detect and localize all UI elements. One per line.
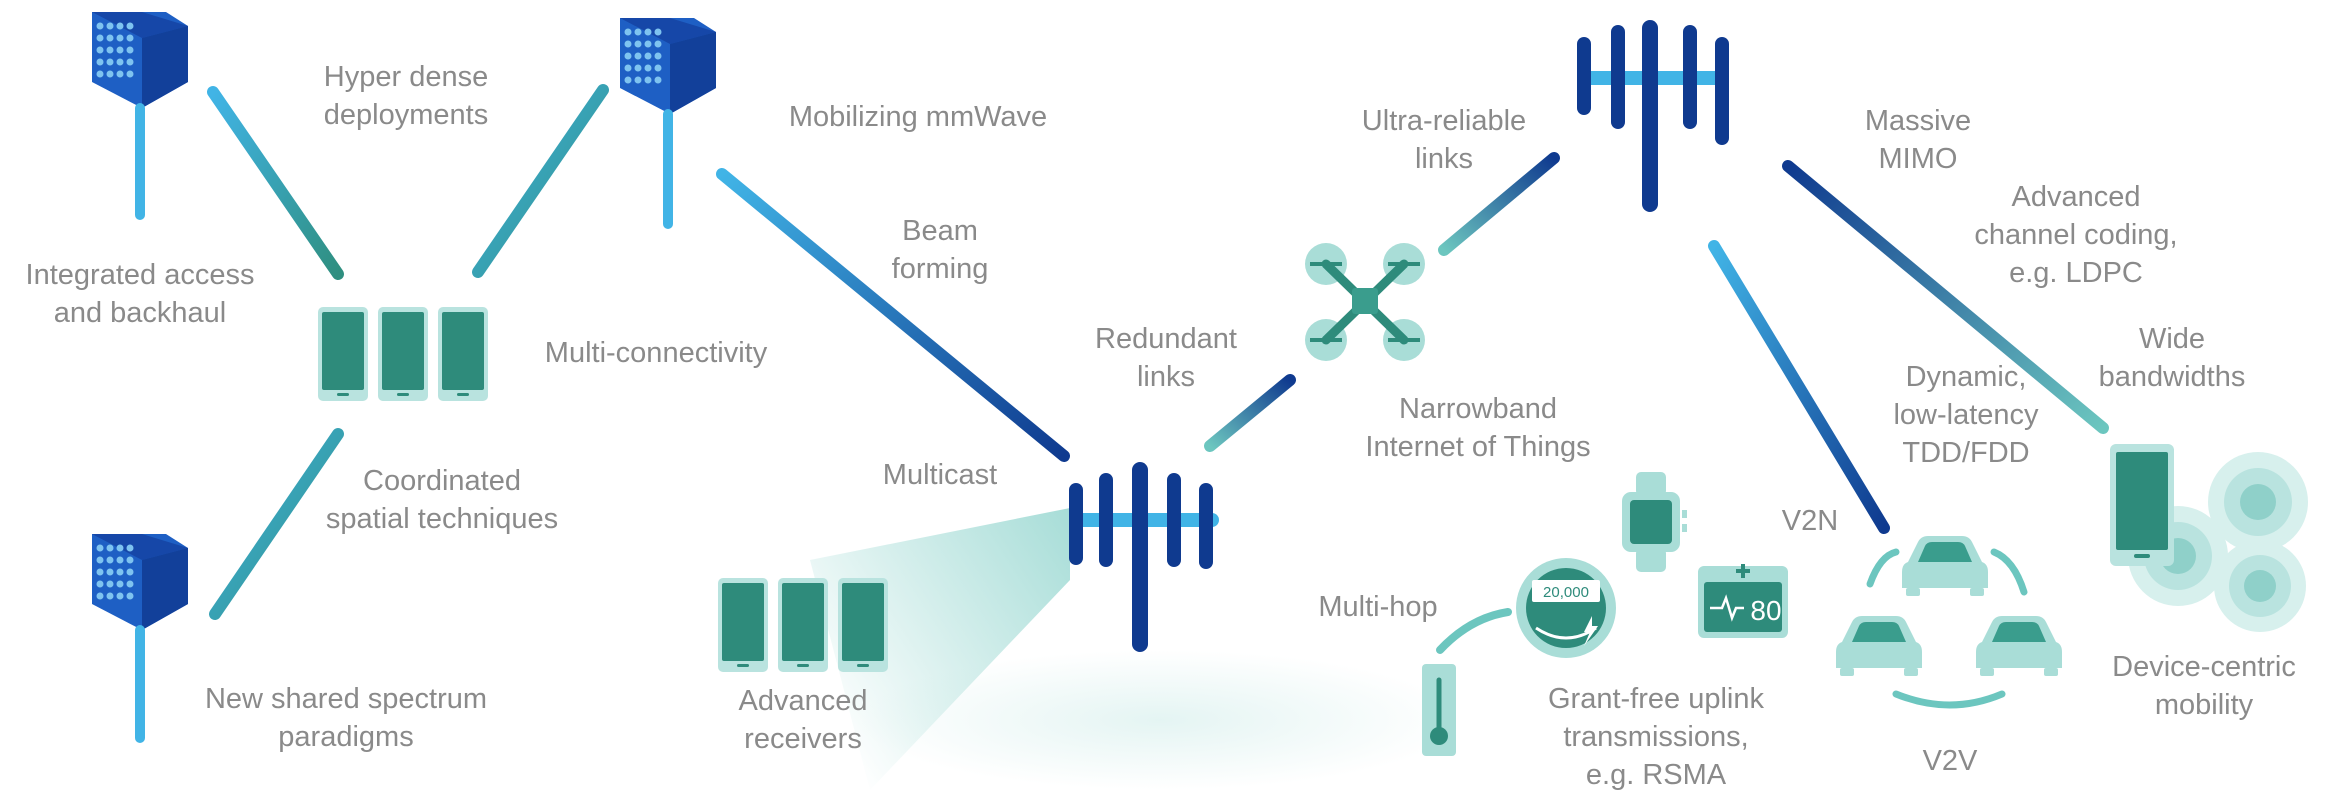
smartphone-icon [378, 307, 428, 401]
multi-hop-arrow-icon [1436, 608, 1512, 654]
cube-antenna-icon [92, 12, 188, 220]
link-cube2-phones [472, 84, 609, 278]
smartphone-icon [838, 578, 888, 672]
label-line: Advanced [2011, 181, 2141, 213]
label-line: Multi-hop [1318, 591, 1438, 623]
label-advanced-channel-coding: Advanced channel coding, e.g. LDPC [1974, 178, 2177, 292]
label-line: New shared spectrum [204, 683, 488, 715]
label-line: V2V [1922, 745, 1978, 777]
macro-base-station-icon [1577, 20, 1729, 212]
label-line: Grant-free uplink [1548, 683, 1764, 715]
cube-antenna-icon [620, 18, 716, 229]
coverage-circle-icon [2214, 540, 2306, 632]
label-massive-mimo: Massive MIMO [1865, 102, 1971, 178]
label-wide-bandwidths: Wide bandwidths [2099, 320, 2246, 396]
label-advanced-receivers: Advanced receivers [739, 682, 868, 758]
label-line: MIMO [1878, 143, 1958, 175]
label-line: Redundant [1095, 323, 1237, 355]
label-line: receivers [744, 723, 862, 755]
car-icon [1836, 616, 1922, 676]
coverage-circle-icon [2208, 452, 2308, 552]
label-v2v: V2V [1923, 742, 1978, 780]
label-beam-forming: Beam forming [892, 212, 989, 288]
smartwatch-icon [1622, 472, 1687, 572]
v2v-arrow-icon [1892, 690, 2006, 709]
label-line: Ultra-reliable [1361, 105, 1527, 137]
label-device-centric: Device-centric mobility [2112, 648, 2296, 724]
meter-reading: 20,000 [1543, 584, 1589, 601]
label-line: Internet of Things [1365, 431, 1591, 463]
label-line: Integrated access [25, 259, 255, 291]
label-line: Beam [902, 215, 978, 247]
smartphone-icon [438, 307, 488, 401]
label-line: forming [891, 253, 989, 285]
smart-meter-icon: 20,000 [1516, 558, 1616, 658]
label-line: TDD/FDD [1902, 437, 2030, 469]
label-line: low-latency [1893, 399, 2039, 431]
label-redundant-links: Redundant links [1095, 320, 1237, 396]
label-multicast: Multicast [883, 456, 997, 494]
label-v2n: V2N [1782, 502, 1838, 540]
cube-antenna-icon [92, 534, 188, 743]
label-line: transmissions, [1563, 721, 1749, 753]
drone-icon [1305, 243, 1425, 361]
label-line: Hyper dense [323, 61, 489, 93]
label-line: e.g. LDPC [2009, 257, 2143, 289]
coverage-glow [860, 650, 1460, 790]
link-cube1-phones [207, 86, 344, 280]
label-line: channel coding, [1974, 219, 2178, 251]
label-grant-free: Grant-free uplink transmissions, e.g. RS… [1548, 680, 1764, 794]
label-line: Multi-connectivity [544, 337, 768, 369]
label-line: Dynamic, [1905, 361, 2027, 393]
label-narrowband-iot: Narrowband Internet of Things [1365, 390, 1590, 466]
link-phones-cube3 [209, 428, 344, 620]
label-line: Device-centric [2112, 651, 2296, 683]
label-line: Multicast [882, 459, 998, 491]
label-line: Coordinated [363, 465, 521, 497]
label-mobilizing-mmwave: Mobilizing mmWave [789, 98, 1047, 136]
label-integrated-access: Integrated access and backhaul [26, 256, 255, 332]
link-ultra-reliable [1438, 152, 1560, 256]
label-line: Massive [1864, 105, 1972, 137]
smartphone-icon [718, 578, 768, 672]
link-redundant [1204, 374, 1296, 452]
label-line: spatial techniques [325, 503, 559, 535]
label-hyper-dense: Hyper dense deployments [324, 58, 488, 134]
smartphone-icon [2110, 444, 2174, 566]
link-massive-mimo [1782, 160, 2109, 434]
link-beamforming [716, 168, 1070, 462]
thermometer-icon [1422, 664, 1456, 756]
label-line: e.g. RSMA [1585, 759, 1727, 791]
smartphone-icon [778, 578, 828, 672]
label-line: deployments [323, 99, 489, 131]
v2v-arrow-icon [1990, 548, 2028, 596]
label-new-shared-spectrum: New shared spectrum paradigms [205, 680, 487, 756]
health-monitor-icon: 80 [1698, 564, 1788, 638]
link-v2n [1708, 240, 1890, 534]
label-line: links [1414, 143, 1474, 175]
macro-base-station-icon [1069, 462, 1219, 652]
label-line: Advanced [738, 685, 868, 717]
label-dynamic-tdd: Dynamic, low-latency TDD/FDD [1893, 358, 2038, 472]
label-line: Narrowband [1399, 393, 1557, 425]
car-icon [1902, 536, 1988, 596]
label-coordinated-spatial: Coordinated spatial techniques [326, 462, 558, 538]
smartphone-icon [318, 307, 368, 401]
v2v-arrow-icon [1866, 548, 1900, 588]
connection-lines [207, 8, 2109, 620]
label-multi-hop: Multi-hop [1318, 588, 1437, 626]
label-line: bandwidths [2098, 361, 2246, 393]
label-line: mobility [2154, 689, 2254, 721]
label-line: V2N [1781, 505, 1839, 537]
label-line: paradigms [278, 721, 414, 753]
label-line: and backhaul [53, 297, 227, 329]
monitor-reading: 80 [1750, 595, 1781, 626]
label-line: links [1136, 361, 1195, 393]
label-ultra-reliable: Ultra-reliable links [1362, 102, 1526, 178]
label-multi-connectivity: Multi-connectivity [545, 334, 767, 372]
label-line: Mobilizing mmWave [788, 101, 1048, 133]
car-icon [1976, 616, 2062, 676]
label-line: Wide [2138, 323, 2206, 355]
